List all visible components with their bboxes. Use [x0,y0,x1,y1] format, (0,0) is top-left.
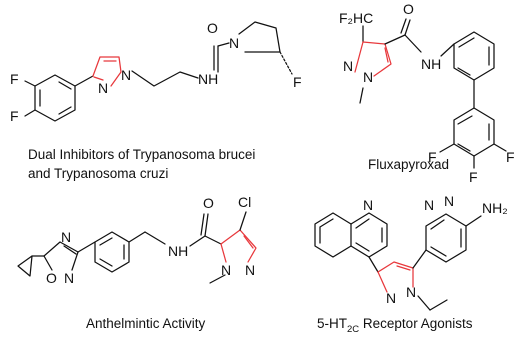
carbonyl-oxygen-atom: O [203,195,214,211]
caption-5ht2c-agonists: 5-HT2C Receptor Agonists [317,316,473,335]
compound-fluxapyroxad: F₂HC N N O NH F F F Fluxapyroxad [339,1,515,185]
carbonyl-oxygen-atom: O [403,1,414,17]
pyrazole-n2-atom: N [386,290,396,306]
caption-dual-inhibitors-line2: and Trypanosoma cruzi [28,166,168,181]
amide-nh-atom: NH [198,71,218,87]
quinoline-n-atom: N [363,197,373,213]
fluorine-atom: F [428,149,437,165]
pyrazole-n2-atom: N [245,262,255,278]
oxadiazole-n-atom: N [61,229,71,245]
pyrazole-n1-atom: N [343,58,353,74]
chlorine-atom: Cl [238,194,251,210]
oxadiazole-n-atom: N [64,270,74,286]
pyrazole-n2-atom: N [98,80,108,96]
amide-nh-atom: NH [421,56,441,72]
difluoromethyl-group: F₂HC [339,10,373,26]
pyridazine-n-atom: N [444,193,454,209]
fluorine-atom: F [10,71,19,87]
amino-group: NH₂ [482,200,508,216]
carbonyl-oxygen-atom: O [207,20,218,36]
pyrazole-n1-atom: N [406,284,416,300]
fluorine-atom: F [293,74,302,90]
caption-fluxapyroxad: Fluxapyroxad [368,157,449,172]
amide-nh-atom: NH [168,243,188,259]
compound-dual-inhibitors: F F N N NH O N F Dual Inhibitors of Tryp… [10,20,302,181]
compound-5ht2c-agonists: N N N N N NH₂ 5-HT2C Receptor Agonists [314,193,508,335]
fluorine-atom: F [506,149,515,165]
fluorine-atom: F [10,108,19,124]
pyridazine-n-atom: N [424,197,434,213]
fluorine-atom: F [469,169,478,185]
pyrazole-n2-atom: N [363,69,373,85]
caption-anthelmintic: Anthelmintic Activity [86,316,206,331]
oxadiazole-o-atom: O [46,270,57,286]
compound-anthelmintic: N O N NH O Cl N N Anthelmintic Activity [17,194,257,331]
pyrazole-n1-atom: N [221,262,231,278]
caption-dual-inhibitors-line1: Dual Inhibitors of Trypanosoma brucei [28,147,255,162]
pyrazole-n1-atom: N [121,67,131,83]
pyrrolidine-n-atom: N [229,35,239,51]
